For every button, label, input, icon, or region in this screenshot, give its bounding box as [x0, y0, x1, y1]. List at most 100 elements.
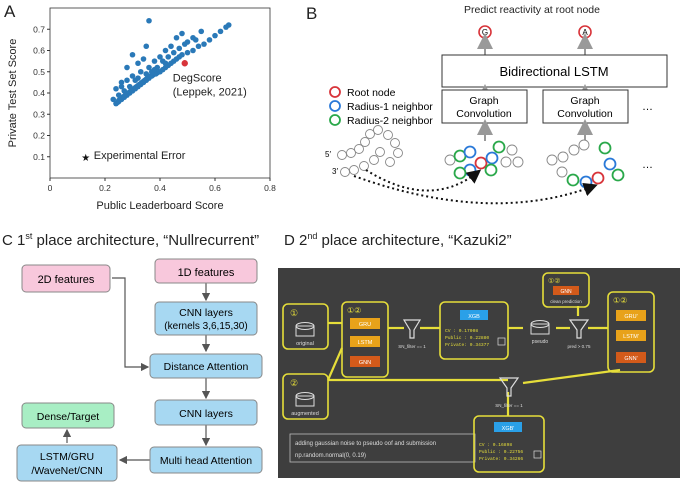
x-tick-label: 0	[48, 183, 53, 193]
panel-c-title: C 1st place architecture, “Nullrecurrent…	[2, 231, 259, 249]
data-point	[129, 73, 136, 79]
data-point	[192, 37, 199, 43]
box-dense-target	[21, 402, 115, 429]
data-point	[179, 30, 185, 37]
dotted-arrow-to-graph-1	[365, 169, 482, 192]
data-point	[195, 43, 202, 50]
lstm-block	[350, 336, 380, 347]
filter-icon-1	[402, 319, 422, 339]
panel-d-diagram: ① original ② augmented ①② GRU LSTM GNN S…	[278, 268, 680, 478]
data-point	[135, 75, 141, 81]
y-tick-label: 0.1	[33, 152, 45, 162]
data-point	[124, 64, 130, 71]
data-point	[126, 83, 133, 90]
data-point	[110, 96, 117, 103]
x-tick-label: 0.6	[209, 183, 221, 193]
ellipsis-top: …	[642, 101, 653, 113]
data-point	[165, 54, 172, 60]
y-axis-label: Private Test Set Score	[7, 39, 19, 148]
legend-radius1-swatch	[329, 100, 341, 112]
box-lstm-gru-wavenet	[16, 444, 118, 482]
box-cnn-layers-2	[154, 399, 258, 426]
y-tick-label: 0.4	[33, 88, 45, 98]
clean-prediction-label: clean prediction	[550, 299, 582, 304]
panel-d-letter: D	[284, 232, 295, 249]
chart-icon-2	[533, 450, 542, 459]
sn-filter-1-label: SN_filter == 1	[398, 344, 426, 349]
graph-conv-1-line1: Graph	[469, 95, 498, 107]
strand-5prime: 5′	[325, 150, 331, 159]
y-tick-label: 0.2	[33, 131, 45, 141]
original-num: ①	[290, 308, 298, 318]
lstm-label: LSTM	[358, 340, 373, 346]
filter-icon-2	[498, 377, 520, 397]
x-axis-label: Public Leaderboard Score	[96, 200, 223, 212]
augmented-label: augmented	[291, 411, 319, 417]
dotted-arrow-to-graph-2	[353, 175, 598, 205]
data-point	[162, 47, 169, 54]
xgb-cv: CV : 0.17008	[445, 328, 478, 334]
xgb-block	[460, 310, 488, 320]
box-distance-attention-label: Distance Attention	[164, 361, 249, 373]
data-point	[151, 66, 158, 73]
data-point	[140, 56, 147, 62]
panel-b-diagram: Predict reactivity at root node G A Bidi…	[325, 4, 668, 205]
box-1d-features	[154, 258, 258, 284]
box-cnn-layers-2-label: CNN layers	[179, 408, 233, 420]
data-point	[143, 43, 150, 50]
panel-d-title-text: place architecture, “Kazuki2”	[317, 232, 512, 249]
panel-d-title-sup: nd	[307, 231, 318, 241]
box-lstm-line1: LSTM/GRU	[40, 451, 94, 463]
data-point	[198, 28, 205, 35]
x-tick-label: 0.4	[154, 183, 166, 193]
clean-prediction-group	[542, 272, 590, 308]
box-cnn-layers-1	[154, 301, 258, 336]
model-group-1	[341, 301, 389, 378]
data-point	[201, 41, 207, 47]
data-point	[118, 79, 125, 86]
box-multi-head-attention	[149, 446, 263, 474]
degscore-label: DegScore	[173, 72, 222, 84]
y-tick-label: 0.6	[33, 46, 45, 56]
experimental-error-label: Experimental Error	[94, 150, 186, 162]
rna-graph-target-2	[546, 139, 625, 189]
xgb-private: Private: 0.34377	[445, 342, 489, 348]
output-node-a-label: A	[582, 28, 588, 37]
x-tick-label: 0.8	[264, 183, 276, 193]
y-tick-label: 0.5	[33, 67, 45, 77]
panel-a-letter: A	[4, 2, 16, 21]
predict-label: Predict reactivity at root node	[464, 4, 600, 16]
gnn2-block	[616, 352, 646, 363]
xgb-label: XGB	[468, 314, 480, 320]
gru-label: GRU	[359, 322, 371, 328]
data-point	[118, 83, 125, 90]
experimental-error-star-icon: ★	[81, 153, 90, 164]
y-tick-label: 0.7	[33, 24, 45, 34]
clean-gnn-block	[553, 286, 579, 295]
data-point	[137, 68, 144, 75]
pred-threshold-label: pred > 0.75	[568, 344, 591, 349]
data-point	[113, 85, 119, 92]
xgb2-public: Public : 0.22756	[479, 449, 523, 455]
data-point	[129, 51, 136, 58]
graph-conv-box-1	[441, 89, 528, 124]
graph-conv-2-line2: Convolution	[557, 108, 613, 120]
sn-filter-2-label: SN_filter == 1	[495, 403, 523, 408]
panel-c-letter: C	[2, 232, 13, 249]
pipeline-connectors	[326, 306, 621, 416]
augmented-num: ②	[290, 378, 298, 388]
gnn-label: GNN	[359, 360, 371, 366]
x-tick-label: 0.2	[99, 183, 111, 193]
legend-root-label: Root node	[347, 87, 396, 99]
data-point	[143, 71, 150, 77]
legend-radius2-label: Radius-2 neighbor	[347, 115, 433, 127]
data-point	[146, 17, 152, 24]
data-point	[179, 51, 185, 58]
box-distance-attention	[149, 353, 263, 379]
chart-icon	[497, 337, 506, 346]
rna-graph-target-1	[444, 140, 524, 180]
graph-conv-box-2	[542, 89, 629, 124]
arrow-2d-to-dist	[112, 277, 150, 372]
data-point	[190, 47, 196, 54]
model-group-2	[607, 291, 655, 373]
